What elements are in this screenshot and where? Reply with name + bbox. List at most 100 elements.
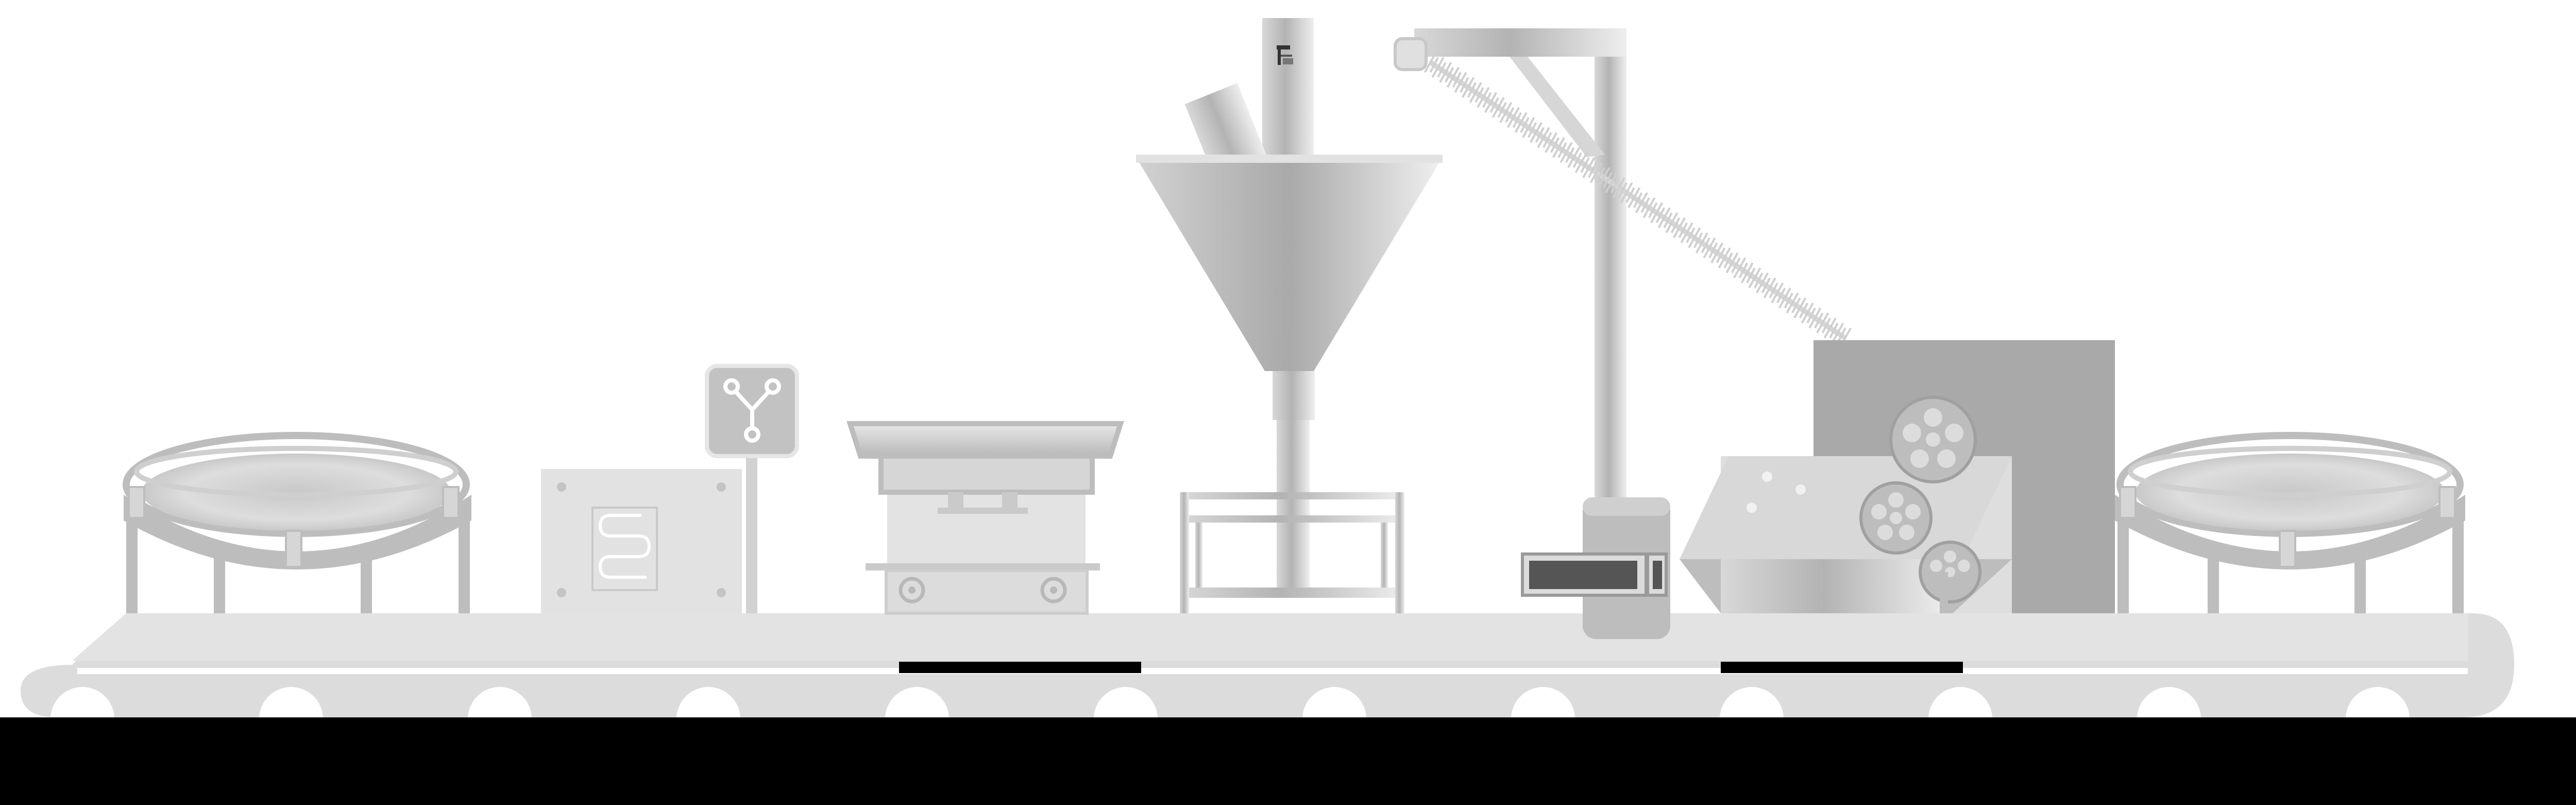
screw-flight — [1520, 117, 1530, 133]
bottom-band-overlay — [0, 717, 2576, 805]
screw-flight — [1633, 192, 1643, 208]
screw-flight — [1716, 247, 1726, 263]
right-dish-station — [2115, 432, 2465, 613]
film-reel-icon — [1919, 541, 1981, 603]
screw-flight — [1475, 87, 1484, 103]
screw-flight — [1444, 67, 1454, 83]
screw-flight — [1484, 92, 1498, 113]
belt-accent-pad — [899, 662, 1141, 673]
belt-accent-pad — [1721, 662, 1963, 673]
screw-flight — [1648, 202, 1658, 219]
screw-flight — [1816, 312, 1829, 334]
screw-flight — [1678, 222, 1688, 239]
screw-flight — [1823, 317, 1837, 339]
screw-flight — [1497, 102, 1507, 118]
screw-flight — [1469, 82, 1482, 103]
screw-flight — [1595, 167, 1605, 183]
screw-flight — [1610, 177, 1620, 193]
screw-flight — [1786, 292, 1799, 314]
screw-flight — [1512, 112, 1522, 128]
control-cabinet — [541, 469, 742, 613]
screw-flight — [1693, 232, 1703, 248]
screw-flight — [1543, 132, 1552, 148]
screw-flight — [1618, 182, 1628, 198]
screw-flight — [1806, 307, 1816, 324]
screw-flight — [1545, 132, 1558, 153]
screw-flight — [1522, 117, 1535, 138]
screw-flight — [1567, 147, 1581, 169]
flow-sign — [705, 364, 799, 613]
screw-flight — [1756, 272, 1769, 294]
screw-flight — [1565, 147, 1575, 163]
screw-flight — [1424, 52, 1437, 73]
screw-flight — [1492, 97, 1505, 118]
screw-flight — [1725, 252, 1739, 274]
screw-flight — [1703, 237, 1716, 259]
screw-flight — [1612, 177, 1625, 198]
screw-flight — [1761, 277, 1771, 294]
screw-flight — [1738, 262, 1749, 278]
screw-flight — [1477, 87, 1490, 108]
screw-flight — [1467, 82, 1477, 98]
screw-flight — [1814, 312, 1824, 329]
screw-flight — [1829, 323, 1839, 339]
screw-flight — [1793, 297, 1807, 318]
film-reel-icon — [1859, 481, 1933, 555]
screw-flight — [1701, 237, 1710, 254]
screw-flight — [1429, 57, 1439, 73]
screw-flight — [1831, 322, 1844, 344]
screw-flight — [1710, 242, 1724, 263]
display-unit — [1521, 552, 1668, 597]
screw-flight — [1799, 303, 1809, 318]
screw-flight — [1603, 172, 1613, 188]
screw-flight — [1452, 72, 1462, 88]
flow-diagram-icon — [723, 378, 781, 443]
reel-processing-unit — [1680, 340, 2115, 613]
screw-flight — [1605, 172, 1618, 193]
left-dish-station — [123, 432, 471, 613]
small-glyph-icon — [1277, 45, 1293, 65]
screw-flight — [1686, 227, 1696, 243]
screw-flight — [1507, 107, 1520, 128]
screw-flight — [1688, 227, 1701, 248]
screw-flight — [1431, 57, 1445, 78]
screw-flight — [1746, 267, 1756, 283]
hopper-frame — [1180, 492, 1404, 613]
screw-flight — [1529, 122, 1543, 143]
film-reel-icon — [1889, 396, 1977, 483]
screw-flight — [1439, 62, 1452, 83]
screw-flight — [1733, 257, 1747, 279]
screw-flight — [1723, 252, 1733, 269]
screw-flight — [1731, 257, 1741, 274]
conveyor-belt — [21, 613, 2514, 717]
screw-flight — [1597, 167, 1611, 188]
serpentine-pipe-icon — [591, 507, 658, 591]
screw-flight — [1557, 142, 1567, 158]
screw-flight — [1560, 142, 1573, 163]
screw-flight — [1801, 303, 1814, 324]
screw-flight — [1821, 317, 1832, 333]
screw-flight — [1680, 222, 1693, 243]
screw-flight — [1587, 162, 1598, 178]
screw-flight — [1718, 247, 1731, 269]
screw-flight — [1665, 212, 1679, 233]
screw-flight — [1628, 187, 1641, 208]
screw-flight — [1537, 127, 1550, 148]
screw-flight — [1784, 292, 1793, 309]
screw-flight — [1552, 137, 1565, 158]
screw-flight — [1642, 197, 1656, 219]
screw-flight — [1708, 242, 1718, 258]
screw-flight — [1635, 192, 1648, 213]
screw-flight — [1791, 297, 1801, 313]
screw-flight — [1574, 152, 1588, 173]
molding-machine — [846, 421, 1124, 615]
screw-flight — [1748, 267, 1761, 289]
screw-flight — [1454, 72, 1467, 93]
screw-flight — [1580, 157, 1590, 173]
screw-flight — [1640, 197, 1650, 213]
screw-flight — [1753, 272, 1764, 289]
screw-flight — [1460, 77, 1469, 93]
screw-flight — [1504, 107, 1515, 123]
screw-flight — [1590, 162, 1603, 183]
